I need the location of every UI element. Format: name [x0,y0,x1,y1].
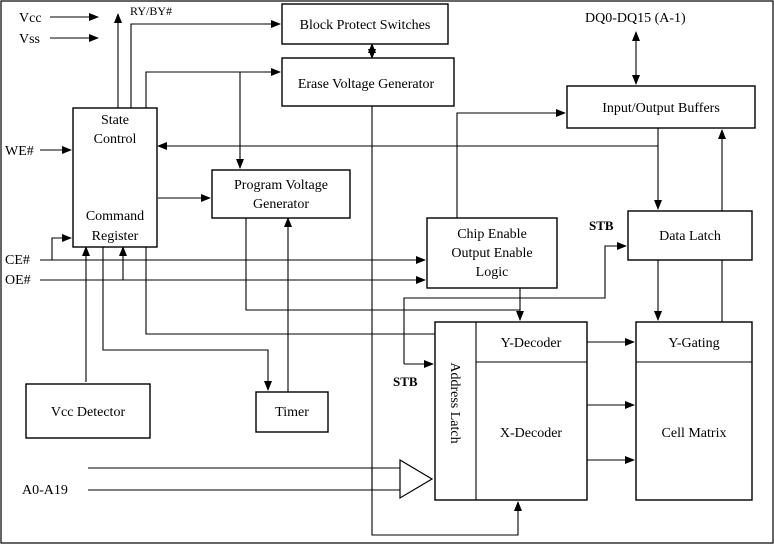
stb-label-bottom: STB [393,374,418,389]
vcc-detector-label: Vcc Detector [51,405,126,420]
x-decoder-label: X-Decoder [500,426,563,441]
state-control-command-register: State Control Command Register [72,107,158,248]
command-register-line-2: Register [92,229,139,244]
io-buffers-label: Input/Output Buffers [602,101,720,116]
program-voltage-line-1: Program Voltage [234,178,328,193]
stb-label-top: STB [589,218,614,233]
vcc-label: Vcc [19,11,42,26]
erase-voltage-generator: Erase Voltage Generator [281,57,455,107]
chip-enable-line-2: Output Enable [451,246,532,261]
dq-label: DQ0-DQ15 (A-1) [585,11,686,26]
state-control-line-2: Control [94,132,137,147]
command-register-line-1: Command [86,209,144,224]
vss-label: Vss [19,32,40,47]
block-protect-switches: Block Protect Switches [281,3,449,45]
ce-logic-to-io-wire [456,109,566,218]
data-latch-label: Data Latch [659,229,721,244]
vcc-detector: Vcc Detector [25,383,151,439]
timer-label: Timer [275,405,309,420]
chip-enable-logic: Chip Enable Output Enable Logic [426,217,558,289]
wires [40,13,726,536]
we-label: WE# [5,144,34,159]
block-protect-label: Block Protect Switches [300,18,431,33]
io-buffers: Input/Output Buffers [566,85,756,129]
address-input-label: A0-A19 [22,483,68,498]
address-bus-arrowhead [399,458,434,500]
stb-to-data-latch-wire [403,242,627,364]
program-voltage-generator: Program Voltage Generator [211,169,351,219]
command-to-decoder-wire [145,247,478,335]
chip-enable-line-3: Logic [476,265,509,280]
y-decoder-label: Y-Decoder [501,336,562,351]
state-control-line-1: State [101,113,129,128]
ce-label: CE# [5,253,30,268]
state-to-block-protect-wire [130,20,281,108]
cell-matrix-label: Cell Matrix [662,426,727,441]
erase-to-xdecoder-wire [371,106,522,536]
state-to-erase-wire [145,68,281,108]
timer: Timer [255,391,329,433]
program-to-address-wire [245,218,520,311]
chip-enable-line-1: Chip Enable [457,227,527,242]
oe-label: OE# [5,273,31,288]
data-latch: Data Latch [627,210,753,261]
command-to-timer-wire [102,247,272,391]
address-decoder-group: Address Latch Y-Decoder X-Decoder [434,321,588,501]
ry-by-label: RY/BY# [130,4,172,18]
program-voltage-line-2: Generator [253,197,309,212]
erase-voltage-label: Erase Voltage Generator [298,77,435,92]
address-latch-label: Address Latch [447,362,462,443]
cell-matrix-group: Y-Gating Cell Matrix [635,321,753,501]
ce-to-command-wire [51,234,72,260]
y-gating-label: Y-Gating [668,336,719,351]
